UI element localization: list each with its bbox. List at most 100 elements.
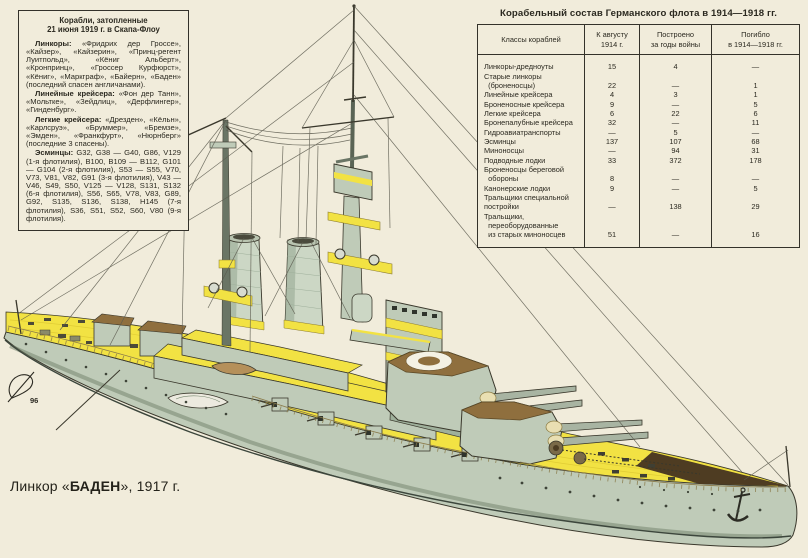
- main-top-platform: [209, 141, 237, 149]
- info-box-title-line2: 21 июня 1919 г. в Скапа-Флоу: [47, 24, 160, 34]
- main-spar: [225, 125, 253, 153]
- jackstaff: [785, 445, 791, 488]
- table-header-cell: Классы кораблей: [477, 24, 585, 56]
- forecastle: [519, 440, 791, 522]
- ship-class-cell: Тральщики, переоборудованные из старых м…: [484, 211, 566, 240]
- anchor-chain: [583, 458, 701, 475]
- info-paragraph: Легкие крейсера: «Дрезден», «Кёльн», «Ка…: [26, 114, 181, 149]
- value-cell: 29: [711, 192, 800, 212]
- value-cell: 137: [584, 136, 640, 147]
- value-cell: —: [711, 127, 800, 137]
- ship-class-cell: Эсминцы: [484, 136, 516, 146]
- funnel-2: [283, 237, 325, 335]
- value-cell: 51: [584, 211, 640, 248]
- foretop-platform: [327, 211, 381, 231]
- table-row: Гидроавиатранспорты—5—: [478, 127, 800, 137]
- ship-class-cell: Тральщики специальной постройки: [484, 192, 569, 212]
- value-cell: 15: [584, 54, 640, 72]
- aft-deckhouse-1: [91, 313, 135, 347]
- table-header-cell: Построено за годы войны: [639, 24, 712, 56]
- keel-line: [4, 339, 792, 539]
- ship-class-cell: Линейные крейсера: [484, 90, 553, 100]
- table-title: Корабельный состав Германского флота в 1…: [500, 8, 777, 19]
- info-paragraph-lead: Легкие крейсера:: [35, 114, 106, 124]
- ship-class-cell: Легкие крейсера: [484, 108, 541, 118]
- value-cell: 1: [711, 71, 800, 91]
- turret-a-gun-1: [555, 419, 643, 433]
- info-paragraph-lead: Линкоры:: [35, 38, 82, 48]
- info-paragraph-lead: Линейные крейсера:: [35, 89, 119, 99]
- anchor-icon: [726, 487, 751, 522]
- forecastle-railing: [519, 461, 787, 488]
- value-cell: 6: [584, 108, 640, 119]
- value-cell: 31: [711, 146, 800, 156]
- caption-suffix: », 1917 г.: [120, 478, 181, 494]
- table-header-cell: К августу 1914 г.: [584, 24, 640, 56]
- caption-prefix: Линкор «: [10, 478, 70, 494]
- value-cell: —: [639, 118, 712, 128]
- upper-house-face: [181, 337, 349, 392]
- info-paragraph: Линкоры: «Фридрих дер Гроссе», «Кайзер»,…: [26, 38, 181, 89]
- value-cell: —: [639, 99, 712, 109]
- value-cell: 22: [584, 71, 640, 91]
- scuttled-ships-info-box: Корабли, затопленные 21 июня 1919 г. в С…: [18, 10, 189, 232]
- funnel-1: [225, 233, 265, 331]
- value-cell: 1: [711, 90, 800, 100]
- value-cell: —: [584, 127, 640, 137]
- fleet-composition-section: Корабельный состав Германского флота в 1…: [477, 8, 800, 249]
- value-cell: 33: [584, 155, 640, 165]
- table-row: Тральщики, переоборудованные из старых м…: [478, 211, 800, 248]
- ship-class-cell: Броненосные крейсера: [484, 99, 565, 109]
- ship-boat-white: [167, 392, 229, 409]
- ship-class-cell: Канонерские лодки: [484, 183, 551, 193]
- rigging: [17, 5, 789, 486]
- caption-ship-name: БАДЕН: [69, 478, 121, 494]
- ship-class-cell: Броненосцы береговой обороны: [484, 164, 564, 184]
- capstan: [573, 451, 587, 465]
- value-cell: 107: [639, 136, 712, 147]
- spotting-top: [333, 154, 373, 201]
- value-cell: 372: [639, 155, 712, 165]
- value-cell: —: [639, 183, 712, 193]
- value-cell: 9: [584, 183, 640, 193]
- mooring-bitts: [598, 452, 675, 481]
- value-cell: —: [639, 211, 712, 248]
- turret-b-gun-1: [489, 385, 577, 403]
- boot-topping: [9, 344, 783, 539]
- boat-boom: [55, 369, 121, 431]
- value-cell: 94: [639, 146, 712, 156]
- casemate-deck-face: [153, 355, 437, 441]
- main-gaff: [185, 117, 227, 137]
- info-paragraph-text: «Фридрих дер Гроссе», «Кайзер», «Кайзери…: [26, 38, 181, 89]
- value-cell: —: [639, 164, 712, 184]
- info-box-body: Линкоры: «Фридрих дер Гроссе», «Кайзер»,…: [26, 38, 181, 223]
- info-paragraph-text: G32, G38 — G40, G86, V129 (1-я флотилия)…: [26, 148, 181, 223]
- value-cell: 138: [639, 192, 712, 212]
- stern-flagstaff: [15, 299, 22, 335]
- info-paragraph-text: «Дрезден», «Кёльн», «Карлсруэ», «Бруммер…: [26, 114, 181, 149]
- ship-class-cell: Старые линкоры (броненосцы): [484, 71, 542, 90]
- value-cell: —: [639, 71, 712, 91]
- conning-tower: [351, 293, 373, 323]
- portholes: [24, 342, 762, 513]
- mainmast-band: [218, 259, 236, 269]
- value-cell: 178: [711, 155, 800, 165]
- searchlight: [368, 254, 380, 266]
- ship-class-cell: Линкоры-дредноуты: [484, 62, 554, 72]
- ship-class-cell: Гидроавиатранспорты: [484, 127, 561, 137]
- value-cell: 16: [711, 211, 800, 248]
- value-cell: 6: [711, 108, 800, 119]
- info-paragraph: Линейные крейсера: «Фон дер Танн», «Моль…: [26, 89, 181, 115]
- fore-yard: [301, 116, 395, 129]
